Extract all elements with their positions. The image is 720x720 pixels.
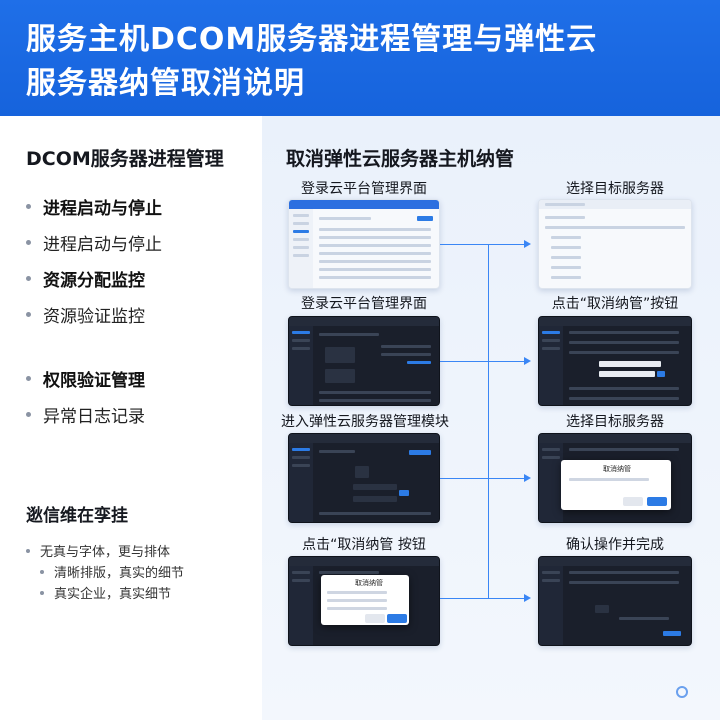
arrow-right-icon <box>524 357 531 365</box>
cancel-dialog-title: 取消纳管 <box>355 579 383 587</box>
confirm-button[interactable] <box>647 497 667 506</box>
step-label-right-1: 选择目标服务器 <box>566 181 664 197</box>
screenshot-ecs-module <box>288 433 440 523</box>
arrow-right-icon <box>524 594 531 602</box>
note-item: 真实企业，真实细节 <box>26 582 256 603</box>
step-label-left-1: 登录云平台管理界面 <box>301 181 427 197</box>
screenshot-cancel-dialog-left: 取消纳管 <box>288 556 440 646</box>
connector-line <box>440 478 524 479</box>
connector-line <box>440 361 524 362</box>
connector-line <box>488 244 489 598</box>
arrow-right-icon <box>524 240 531 248</box>
arrow-right-icon <box>524 474 531 482</box>
connector-line <box>440 598 524 599</box>
bullet-dot-icon <box>40 590 44 595</box>
screenshot-console-light <box>288 199 440 289</box>
bullet-item: 资源分配监控 <box>26 260 256 296</box>
left-panel: DCOM服务器进程管理 进程启动与停止 进程启动与停止 资源分配监控 资源验证监… <box>0 116 262 720</box>
bullet-dot-icon <box>40 569 44 574</box>
bullet-dot-icon <box>26 411 31 417</box>
cancel-button[interactable] <box>365 614 385 623</box>
cancel-button[interactable] <box>623 497 643 506</box>
bullet-item: 进程启动与停止 <box>26 224 256 260</box>
screenshot-complete <box>538 556 692 646</box>
bullet-dot-icon <box>26 203 31 209</box>
right-title: 取消弹性云服务器主机纳管 <box>286 148 515 170</box>
cancel-dialog: 取消纳管 <box>321 575 409 625</box>
note-item: 清晰排版，真实的细节 <box>26 561 256 582</box>
connector-line <box>440 244 524 245</box>
step-label-left-2: 登录云平台管理界面 <box>301 296 427 312</box>
circle-icon <box>676 686 688 698</box>
page-title-line2: 服务器纳管取消说明 <box>26 66 305 101</box>
bullet-dot-icon <box>26 548 30 553</box>
left-title: DCOM服务器进程管理 <box>26 148 224 170</box>
bullet-dot-icon <box>26 239 31 245</box>
left-subtitle: 逖信维在孪挂 <box>26 506 128 526</box>
notes-list: 无真与字体，更与排体 清晰排版，真实的细节 真实企业，真实细节 <box>26 540 256 603</box>
page-title-line1: 服务主机DCOM服务器进程管理与弹性云 <box>26 22 598 57</box>
cancel-dialog-2-title: 取消纳管 <box>603 465 631 473</box>
header-banner: 服务主机DCOM服务器进程管理与弹性云 服务器纳管取消说明 <box>0 0 720 116</box>
bullet-dot-icon <box>26 275 31 281</box>
bullet-dot-icon <box>26 375 31 381</box>
screenshot-select-server-light <box>538 199 692 289</box>
step-label-left-3: 进入弹性云服务器管理模块 <box>281 414 449 430</box>
screenshot-console-dark <box>288 316 440 406</box>
bullet-list-2: 权限验证管理 异常日志记录 <box>26 360 256 432</box>
step-label-right-4: 确认操作并完成 <box>566 537 664 553</box>
step-label-right-2: 点击“取消纳管”按钮 <box>551 296 679 312</box>
step-label-left-4: 点击“取消纳管 按钮 <box>302 537 426 553</box>
note-item: 无真与字体，更与排体 <box>26 540 256 561</box>
bullet-list: 进程启动与停止 进程启动与停止 资源分配监控 资源验证监控 <box>26 188 256 332</box>
confirm-button[interactable] <box>387 614 407 623</box>
step-label-right-3: 选择目标服务器 <box>566 414 664 430</box>
screenshot-select-server-dialog: 取消纳管 <box>538 433 692 523</box>
bullet-item: 资源验证监控 <box>26 296 256 332</box>
bullet-item: 异常日志记录 <box>26 396 256 432</box>
bullet-item: 进程启动与停止 <box>26 188 256 224</box>
screenshot-cancel-button <box>538 316 692 406</box>
bullet-item: 权限验证管理 <box>26 360 256 396</box>
bullet-dot-icon <box>26 311 31 317</box>
cancel-dialog-2: 取消纳管 <box>561 460 671 510</box>
